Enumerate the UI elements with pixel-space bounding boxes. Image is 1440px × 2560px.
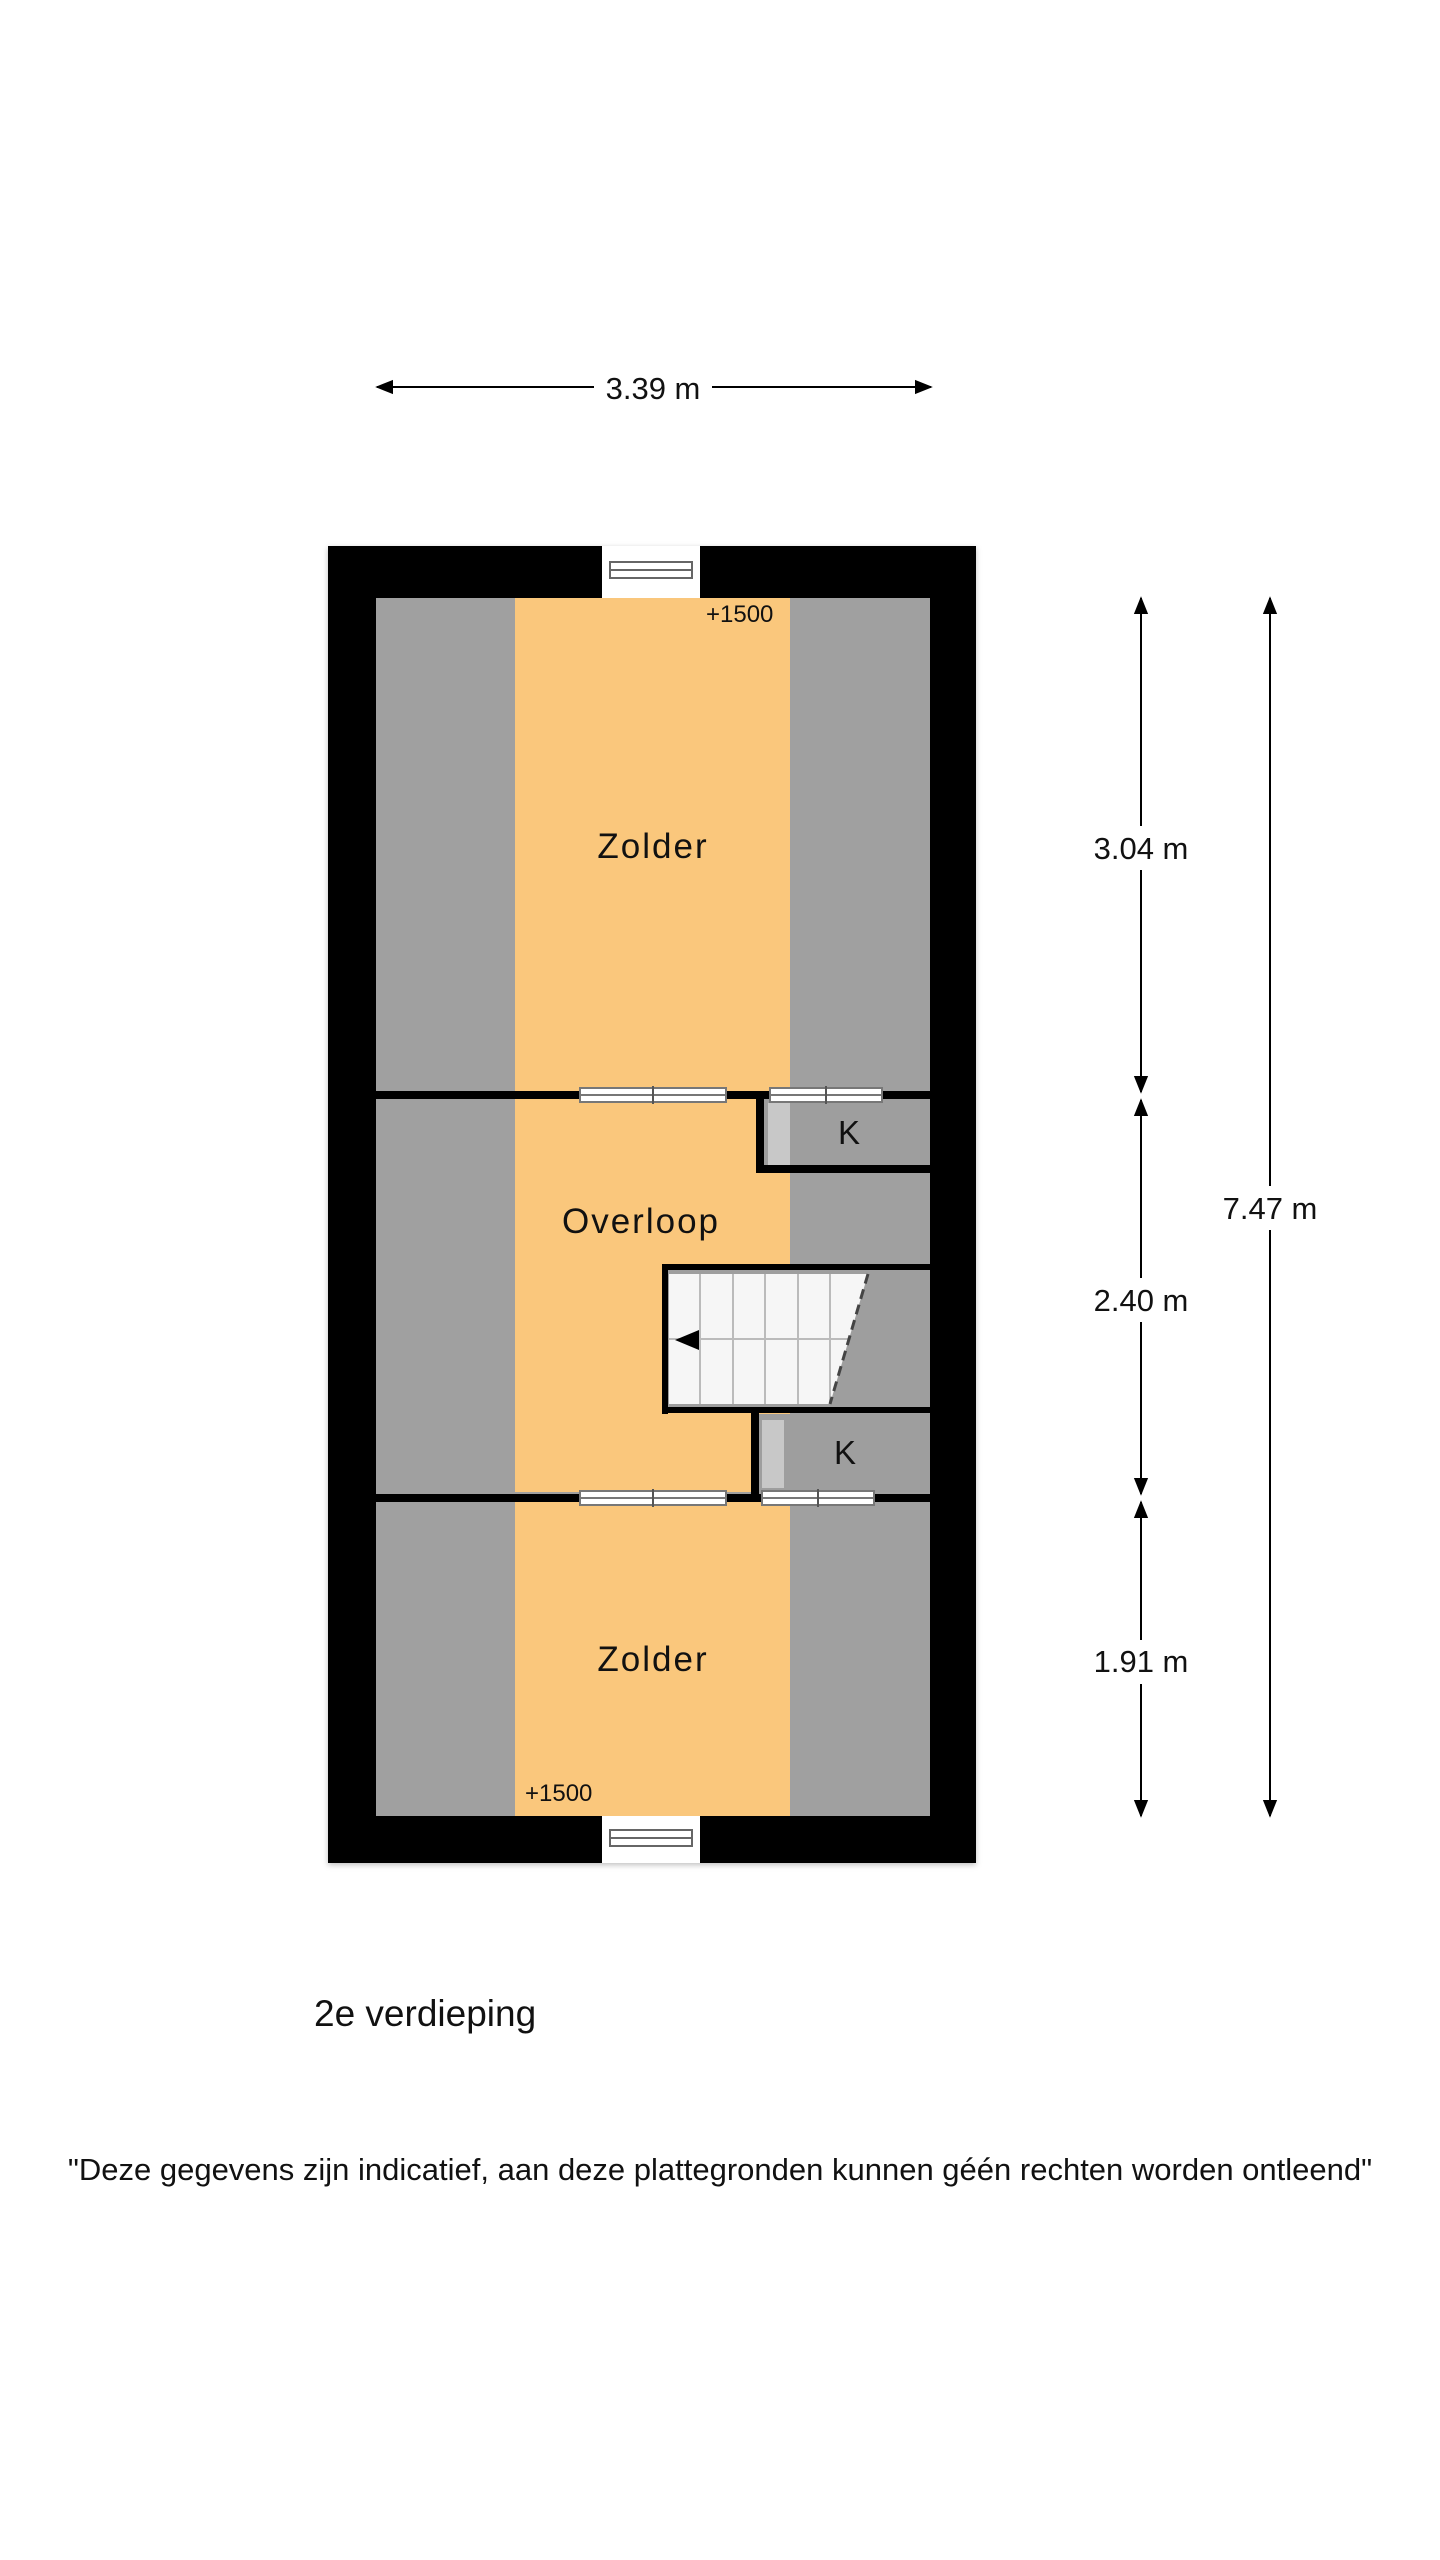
stair-arrow-icon bbox=[675, 1330, 699, 1350]
segment-bottom-label: 1.91 m bbox=[1094, 1644, 1189, 1679]
closet-lower bbox=[755, 1414, 930, 1492]
top-attic-floor bbox=[515, 598, 790, 1091]
width-dimension-label: 3.39 m bbox=[606, 371, 701, 406]
closet-lower-shade bbox=[762, 1420, 784, 1488]
floor-caption: 2e verdieping bbox=[314, 1993, 537, 2034]
closet-upper-shade bbox=[768, 1103, 790, 1165]
room-label-closet-upper: K bbox=[838, 1114, 860, 1151]
bottom-attic-floor bbox=[515, 1502, 790, 1816]
room-label-landing: Overloop bbox=[562, 1202, 720, 1241]
room-label-bottom-attic: Zolder bbox=[597, 1640, 708, 1679]
window-bottom bbox=[602, 1816, 700, 1863]
stair-cut-line bbox=[828, 1273, 870, 1405]
door-openings bbox=[579, 1086, 883, 1507]
room-label-closet-lower: K bbox=[834, 1434, 856, 1471]
level-marker-top: +1500 bbox=[706, 601, 773, 628]
segment-middle-label: 2.40 m bbox=[1094, 1283, 1189, 1318]
disclaimer-text: "Deze gegevens zijn indicatief, aan deze… bbox=[67, 2152, 1373, 2187]
level-marker-bottom: +1500 bbox=[525, 1780, 592, 1807]
total-height-label: 7.47 m bbox=[1223, 1191, 1318, 1226]
room-label-top-attic: Zolder bbox=[597, 827, 708, 866]
segment-top-label: 3.04 m bbox=[1094, 831, 1189, 866]
window-top bbox=[602, 546, 700, 598]
